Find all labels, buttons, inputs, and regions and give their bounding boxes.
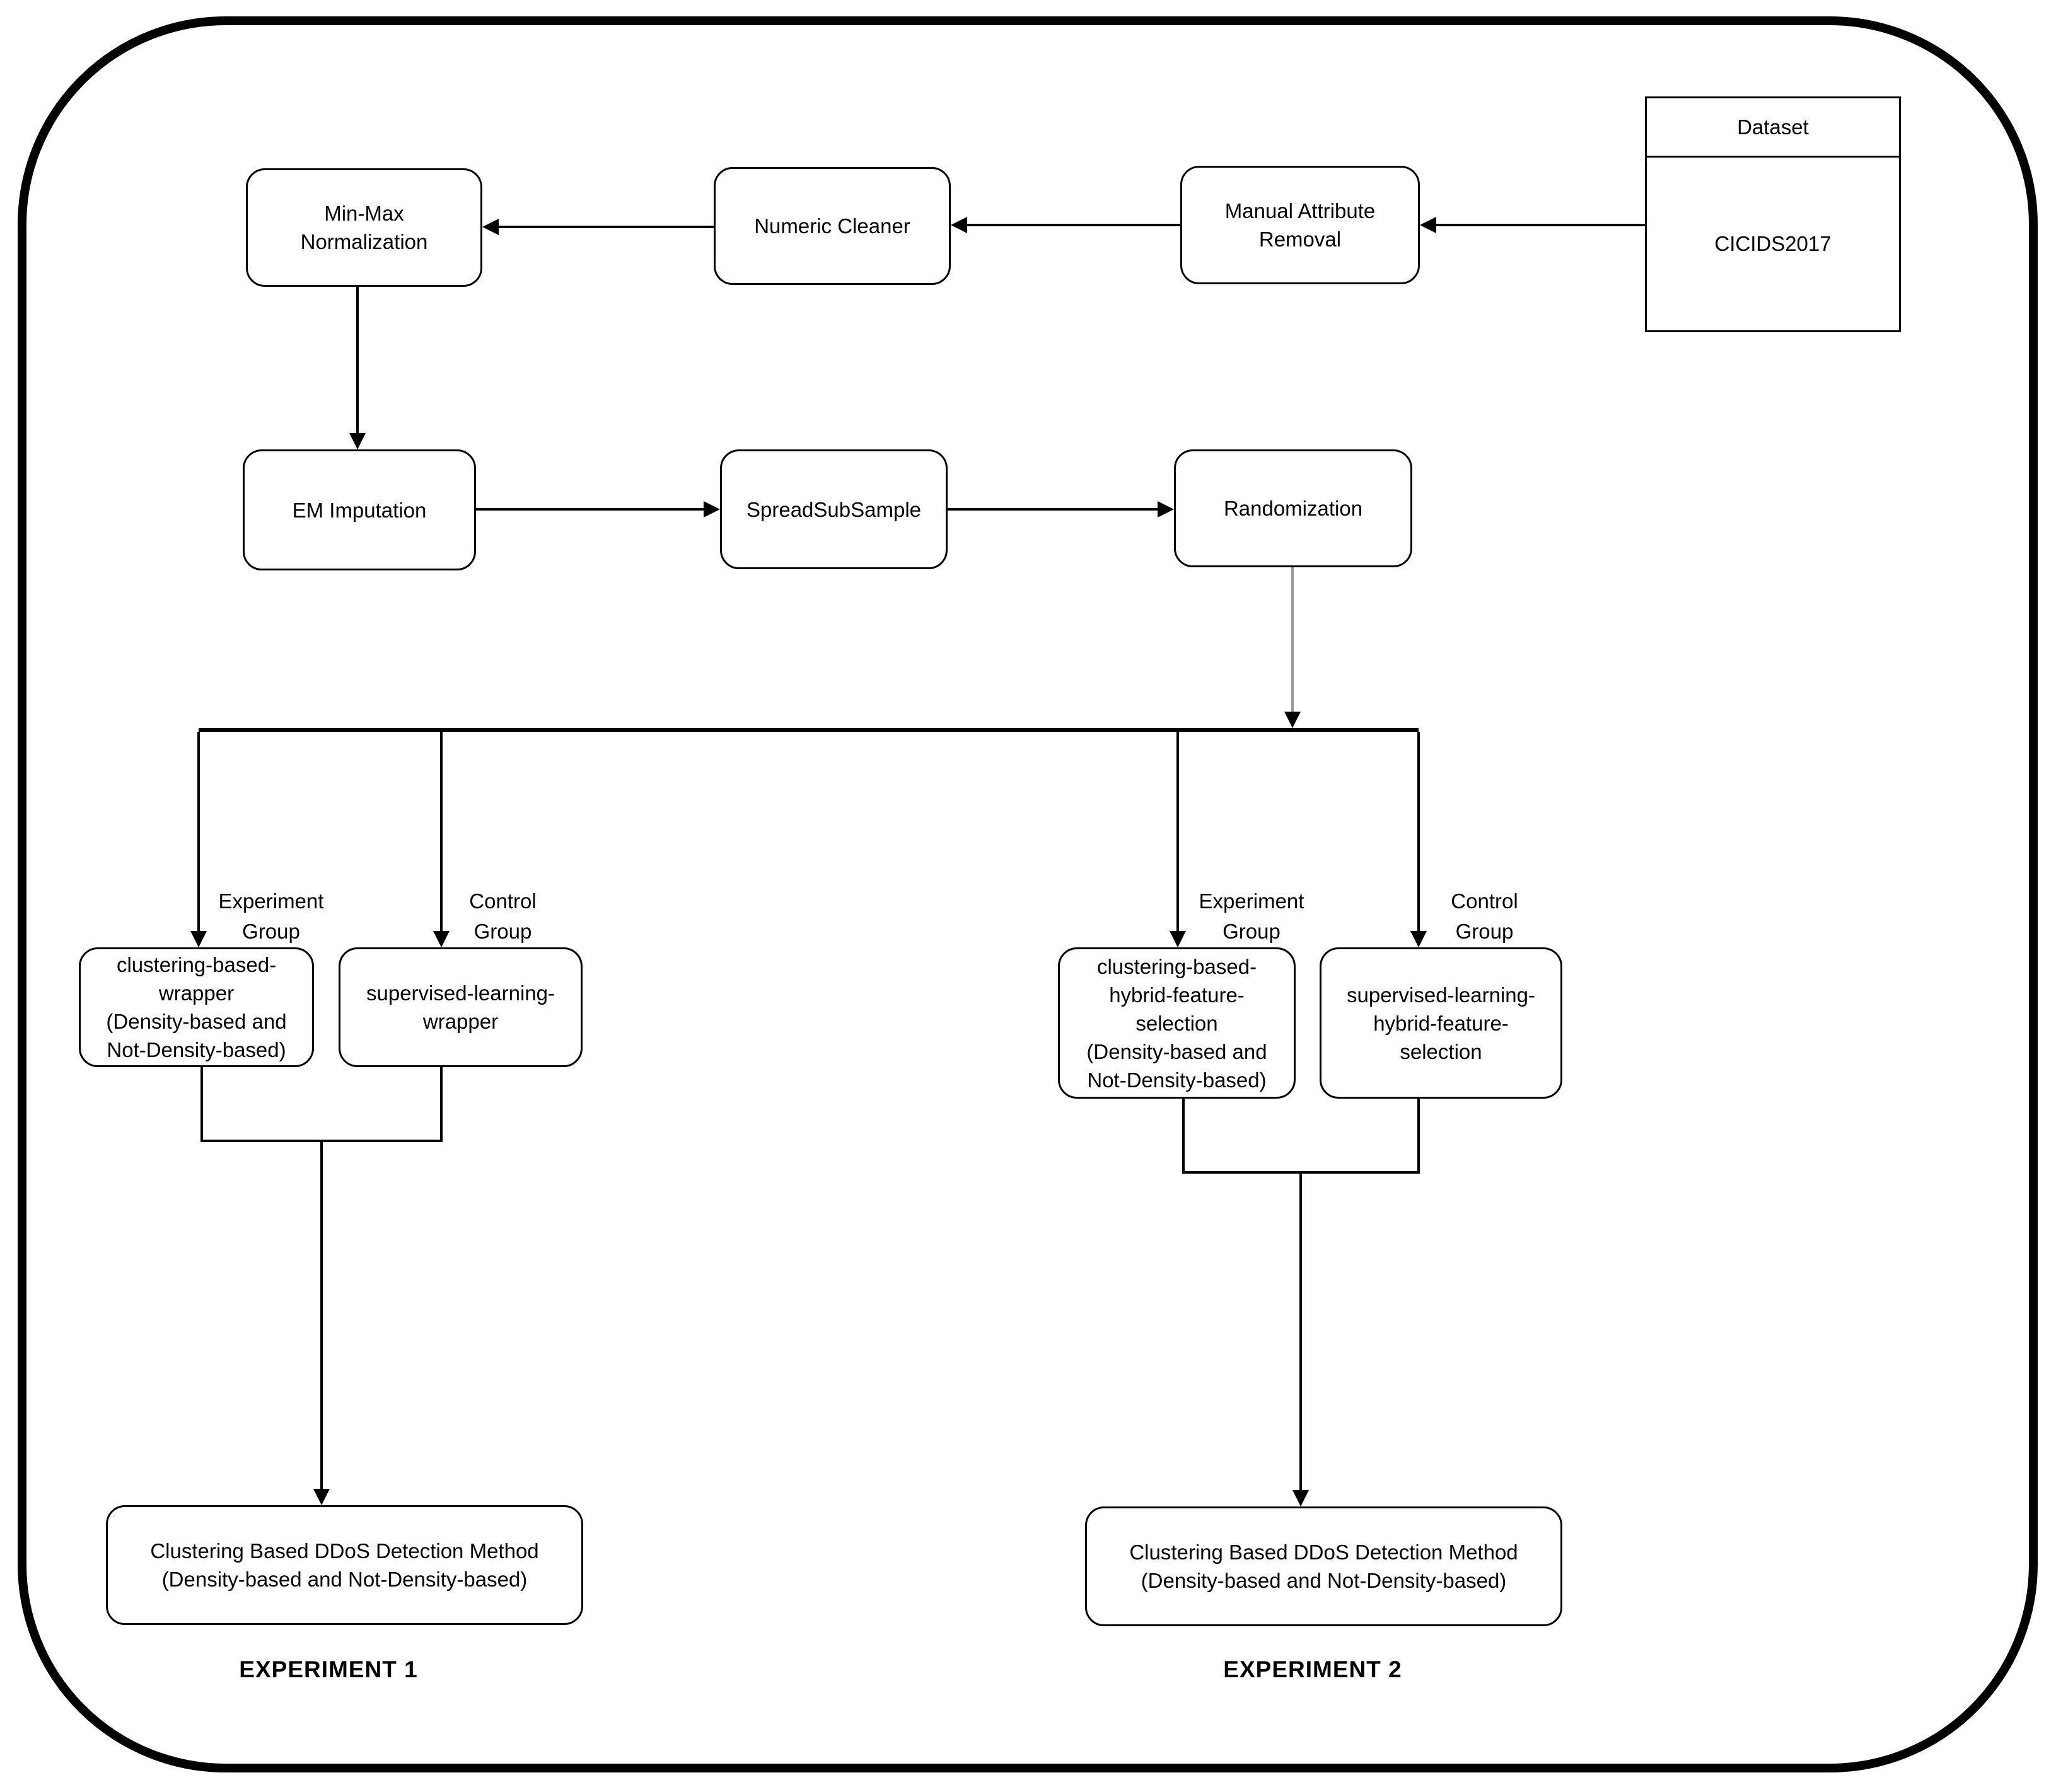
dataset-header: Dataset [1647, 98, 1899, 158]
arrowhead-into-exp2-detection-method [1292, 1490, 1309, 1506]
node-randomization: Randomization [1174, 449, 1412, 567]
arrowhead-randomization-to-split [1284, 712, 1301, 728]
arrowhead-into-em-imputation [349, 433, 366, 449]
edge-split-to-exp1-experiment-group [197, 732, 200, 931]
node-label: EM Imputation [292, 498, 427, 522]
edge-split-to-exp2-control-group [1417, 732, 1420, 931]
arrowhead-into-randomization [1158, 501, 1174, 517]
label-exp2-experiment-group: Experiment Group [1199, 889, 1304, 943]
edge-merge-exp1-to-detection-method [320, 1140, 323, 1489]
node-label: clustering-based- wrapper (Density-based… [106, 953, 287, 1061]
caption-experiment-1: EXPERIMENT 1 [239, 1656, 418, 1682]
edge-em-imputation-to-spreadsubsample [476, 508, 704, 511]
node-label: clustering-based- hybrid-feature- select… [1086, 954, 1267, 1092]
node-dataset: Dataset CICIDS2017 [1645, 96, 1901, 332]
node-numeric-cleaner: Numeric Cleaner [714, 167, 951, 285]
edge-manual-attribute-removal-to-numeric-cleaner [967, 224, 1180, 226]
node-label: Numeric Cleaner [754, 214, 910, 238]
edge-split-to-exp1-control-group [440, 732, 443, 931]
edge-split-to-exp2-experiment-group [1176, 732, 1179, 931]
edge-spreadsubsample-to-randomization [948, 508, 1158, 511]
node-label: supervised-learning- wrapper [366, 981, 555, 1033]
node-min-max-normalization: Min-Max Normalization [246, 168, 482, 287]
edge-numeric-cleaner-to-min-max [499, 226, 714, 228]
arrowhead-into-exp1-experiment-group [190, 931, 207, 947]
node-exp2-detection-method: Clustering Based DDoS Detection Method (… [1085, 1506, 1562, 1626]
node-exp1-detection-method: Clustering Based DDoS Detection Method (… [106, 1505, 583, 1625]
merge-exp1-right-line [440, 1067, 443, 1142]
arrowhead-into-numeric-cleaner [951, 217, 967, 233]
arrowhead-into-min-max [482, 219, 499, 235]
edge-randomization-to-split [1291, 567, 1294, 712]
node-em-imputation: EM Imputation [243, 449, 476, 570]
arrowhead-into-exp1-control-group [433, 931, 450, 947]
edge-min-max-to-em-imputation [356, 287, 359, 433]
node-exp2-control-group: supervised-learning- hybrid-feature- sel… [1320, 947, 1562, 1099]
label-exp1-experiment-group: Experiment Group [218, 889, 324, 943]
node-label: Randomization [1223, 497, 1363, 520]
node-exp1-control-group: supervised-learning- wrapper [339, 947, 583, 1067]
node-manual-attribute-removal: Manual Attribute Removal [1180, 166, 1420, 284]
node-spreadsubsample: SpreadSubSample [720, 449, 948, 569]
arrowhead-into-manual-attribute-removal [1420, 217, 1436, 233]
node-label: SpreadSubSample [746, 497, 922, 521]
arrowhead-into-exp1-detection-method [313, 1489, 330, 1505]
node-exp1-experiment-group: clustering-based- wrapper (Density-based… [79, 947, 314, 1067]
merge-exp2-right-line [1417, 1099, 1420, 1174]
node-label: Min-Max Normalization [300, 202, 428, 253]
node-exp2-experiment-group: clustering-based- hybrid-feature- select… [1058, 947, 1296, 1099]
dataset-body: CICIDS2017 [1714, 232, 1832, 255]
node-label: Manual Attribute Removal [1224, 199, 1376, 251]
node-label: supervised-learning- hybrid-feature- sel… [1347, 983, 1535, 1063]
arrowhead-into-spreadsubsample [704, 501, 720, 517]
edge-merge-exp2-to-detection-method [1299, 1171, 1302, 1490]
split-line [199, 728, 1419, 732]
node-label: Clustering Based DDoS Detection Method (… [1129, 1541, 1518, 1592]
label-exp1-control-group: Control Group [469, 889, 537, 943]
merge-exp1-left-line [200, 1067, 203, 1142]
label-exp2-control-group: Control Group [1451, 889, 1518, 943]
diagram-border [18, 16, 2038, 1772]
merge-exp2-left-line [1182, 1099, 1185, 1174]
node-label: Clustering Based DDoS Detection Method (… [150, 1539, 539, 1591]
arrowhead-into-exp2-experiment-group [1170, 931, 1186, 947]
caption-experiment-2: EXPERIMENT 2 [1223, 1656, 1402, 1682]
arrowhead-into-exp2-control-group [1410, 931, 1427, 947]
edge-dataset-to-manual-attribute-removal [1436, 224, 1645, 226]
